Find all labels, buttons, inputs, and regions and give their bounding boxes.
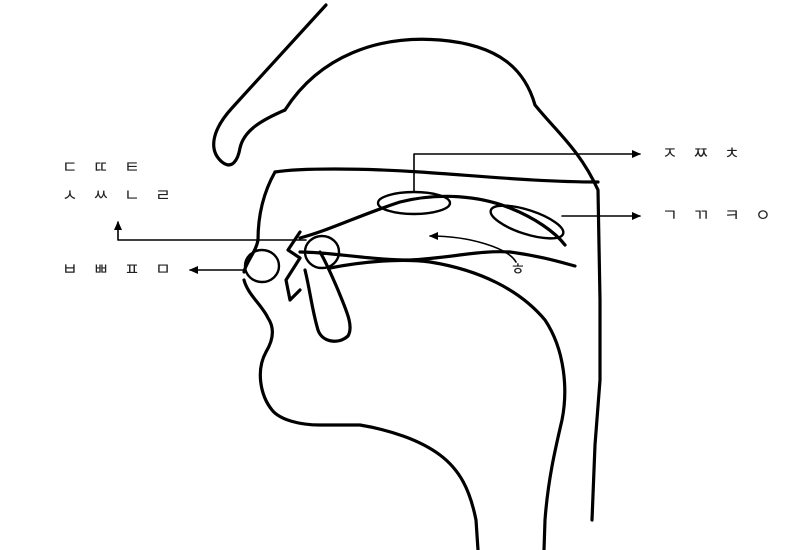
alveolar-label-row2: ㅅ ㅆ ㄴ ㄹ: [62, 186, 176, 206]
alveolar-marker: [303, 234, 341, 270]
alveolar-label-row1: ㄷ ㄸ ㅌ: [62, 158, 145, 178]
palatal-leader: [413, 150, 641, 193]
palate-outline: [298, 194, 567, 247]
nose-outline: [212, 3, 328, 167]
tongue-outline: [298, 250, 577, 268]
palatal-label: ㅈ ㅉ ㅊ: [662, 144, 745, 164]
bilabial-marker: [243, 248, 281, 284]
teeth-outline: [284, 230, 302, 302]
glottal-label: ㅎ: [510, 260, 531, 280]
throat-outline: [328, 258, 567, 550]
alveolar-leader: [114, 221, 307, 241]
head-back-outline: [283, 37, 602, 522]
glottal-leader: [429, 232, 517, 263]
lower-teeth-outline: [303, 250, 352, 343]
bilabial-label: ㅂ ㅃ ㅍ ㅁ: [62, 260, 176, 280]
velar-label: ㄱ ㄲ ㅋ ㅇ: [662, 206, 776, 226]
velar-marker: [489, 204, 565, 240]
palatal-marker: [376, 190, 452, 216]
nasal-cavity-outline: [273, 167, 600, 184]
chin-outline: [242, 278, 480, 550]
